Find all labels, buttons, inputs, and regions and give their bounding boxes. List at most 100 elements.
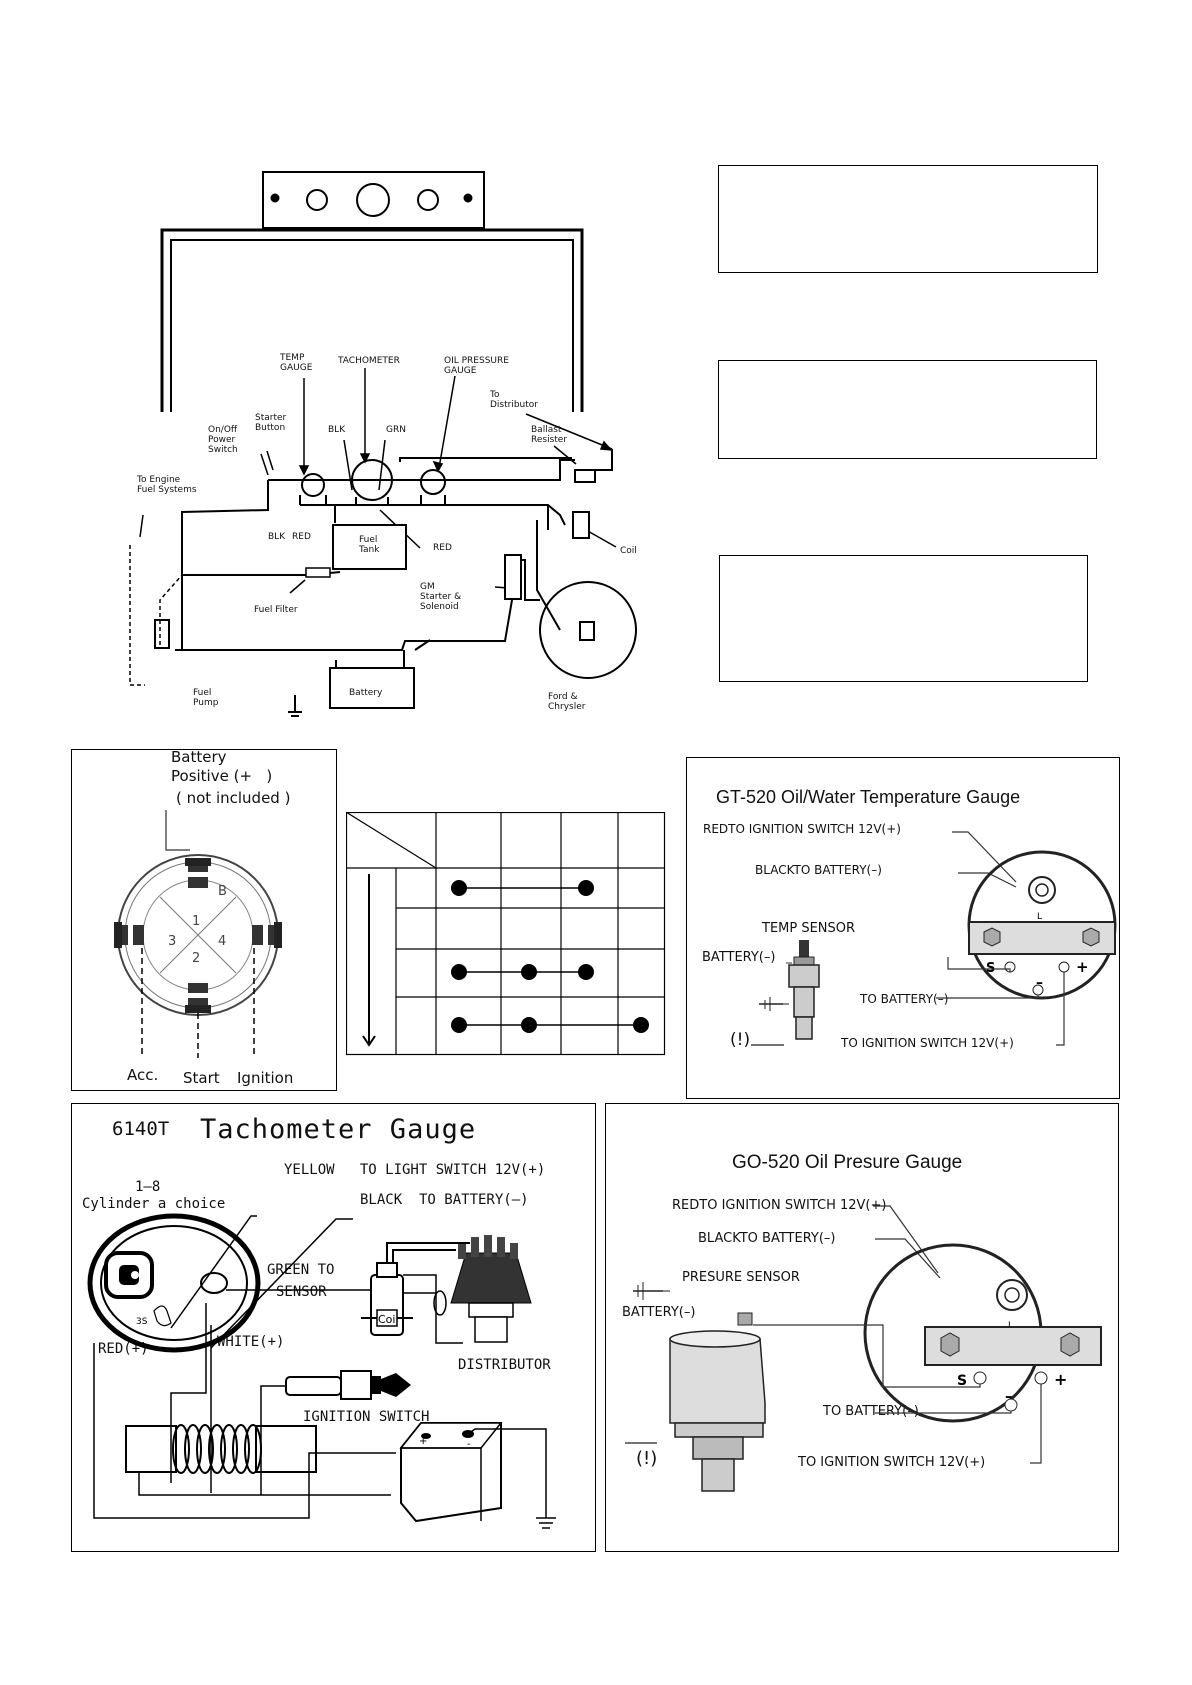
label-fuel-pump: Fuel Pump [193, 688, 219, 708]
ignition-switch-panel [71, 749, 337, 1091]
wire-harness [175, 457, 575, 651]
label-temp-gauge: TEMP GAUGE [280, 353, 313, 373]
label-ford-chrysler: Ford & Chrysler [548, 692, 586, 712]
oil-to-battery-label: TO BATTERY(–) [823, 1404, 919, 1419]
fuel-filter [305, 567, 331, 578]
ignition-switch-drawing: 1 2 3 4 B [114, 810, 282, 1058]
tach-white-label: WHITE(+) [217, 1334, 285, 1350]
connection-dot [451, 964, 467, 980]
tach-cylinder-line1: 1–8 [135, 1179, 161, 1195]
svg-text:L: L [1037, 912, 1042, 922]
label-fuel-tank: Fuel Tank [359, 535, 380, 555]
label-blk-bottom: BLK [268, 532, 286, 542]
svg-text:3S: 3S [136, 1317, 148, 1327]
wiring-diagram [129, 171, 637, 717]
tach-gauge-back-icon [87, 1213, 261, 1353]
oil-gauge-title: GO-520 Oil Presure Gauge [732, 1152, 963, 1173]
temp-black-label: BLACKTO BATTERY(–) [755, 863, 882, 877]
label-gm-starter: GM Starter & Solenoid [420, 582, 462, 612]
tach-green-line2: SENSOR [276, 1284, 327, 1300]
gauge-cluster [299, 459, 446, 505]
temp-battery-neg-label: BATTERY(–) [702, 950, 776, 965]
temp-gauge-icon [301, 473, 325, 497]
label-red-right: RED [433, 543, 452, 553]
temp-gauge-title: GT-520 Oil/Water Temperature Gauge [716, 787, 1021, 807]
oil-to-ignition-label: TO IGNITION SWITCH 12V(+) [798, 1455, 986, 1470]
svg-text:Coil: Coil [378, 1313, 399, 1326]
svg-text:+: + [1076, 958, 1089, 976]
svg-text:–: – [1005, 1387, 1013, 1405]
tach-battery-icon: + - [399, 1422, 503, 1523]
oil-warning-label: (!) [636, 1448, 658, 1469]
coil-icon [572, 511, 590, 539]
note-box-2 [718, 360, 1097, 459]
terminal-ignition [252, 922, 282, 948]
tach-drawing: 3S Coil [87, 1213, 556, 1529]
ignition-key-icon [285, 1370, 411, 1400]
connection-dot [578, 964, 594, 980]
tach-green-line1: GREEN TO [267, 1262, 335, 1278]
label-battery: Battery [349, 688, 383, 698]
light-coil-icon [125, 1424, 317, 1474]
label-coil: Coil [620, 546, 637, 556]
switch-number-2: 2 [192, 951, 200, 966]
battery-label-line2: Positive (+ ) [171, 767, 273, 785]
terminal-label-acc: Acc. [127, 1066, 159, 1084]
label-tachometer: TACHOMETER [338, 356, 400, 366]
temp-to-battery-label: TO BATTERY(–) [860, 992, 949, 1006]
label-to-engine-fuel: To Engine Fuel Systems [137, 475, 197, 495]
note-box-1 [718, 165, 1098, 273]
connection-dot [451, 1017, 467, 1033]
oil-red-label: REDTO IGNITION SWITCH 12V(+) [672, 1198, 887, 1213]
direction-arrow [362, 874, 376, 1047]
label-fuel-filter: Fuel Filter [254, 605, 298, 615]
note-box-3 [719, 555, 1088, 682]
fuel-tank [332, 524, 407, 570]
oil-black-label: BLACKTO BATTERY(–) [698, 1231, 836, 1246]
connection-dot [633, 1017, 649, 1033]
ford-chrysler-detail [539, 581, 637, 679]
battery-label-line3: ( not included ) [176, 789, 291, 807]
temp-sensor-label: TEMP SENSOR [762, 921, 856, 936]
label-arrows [139, 368, 617, 594]
terminal-acc [114, 922, 144, 948]
tach-title: Tachometer Gauge [200, 1114, 477, 1145]
dashboard-bracket [160, 171, 584, 412]
oil-gauge-icon [420, 469, 446, 495]
label-to-distributor: To Distributor [490, 390, 539, 410]
battery-label-line1: Battery [171, 748, 227, 766]
pressure-sensor-icon [633, 1282, 766, 1492]
connection-dot [578, 880, 594, 896]
svg-text:+: + [1054, 1370, 1067, 1389]
tach-cylinder-line2: Cylinder a choice [82, 1196, 226, 1212]
switch-number-1: 1 [192, 914, 200, 929]
tach-model: 6140T [112, 1118, 170, 1140]
tach-black-label: BLACK TO BATTERY(–) [360, 1192, 529, 1208]
svg-text:-: - [467, 1439, 471, 1450]
oil-battery-neg-label: BATTERY(–) [622, 1305, 696, 1320]
ballast-resister-icon [574, 469, 596, 483]
battery-icon [329, 667, 415, 709]
label-red-left: RED [292, 532, 311, 542]
svg-text:S: S [957, 1373, 967, 1389]
connection-dot [451, 880, 467, 896]
terminal-label-ignition: Ignition [237, 1069, 294, 1087]
connection-dot [521, 964, 537, 980]
oil-sensor-label: PRESURE SENSOR [682, 1270, 800, 1285]
connection-dot [521, 1017, 537, 1033]
fuel-dashed-line [129, 545, 183, 686]
label-power-switch: On/Off Power Switch [208, 425, 238, 455]
terminal-b [185, 858, 211, 888]
tach-panel [71, 1103, 596, 1552]
label-ballast-resister: Ballast Resister [531, 425, 568, 445]
starter-solenoid [504, 554, 522, 600]
label-oil-pressure-gauge: OIL PRESSURE GAUGE [444, 356, 509, 376]
coil-icon: Coil [361, 1262, 413, 1336]
switch-position-table [346, 812, 666, 1056]
svg-text:–: – [1036, 975, 1043, 991]
temp-gauge-drawing: L S – + [751, 831, 1117, 1046]
temp-red-label: REDTO IGNITION SWITCH 12V(+) [703, 822, 901, 836]
temp-sensor-icon [751, 940, 820, 1046]
switch-number-4: 4 [218, 934, 226, 949]
tach-distributor-label: DISTRIBUTOR [458, 1357, 551, 1373]
